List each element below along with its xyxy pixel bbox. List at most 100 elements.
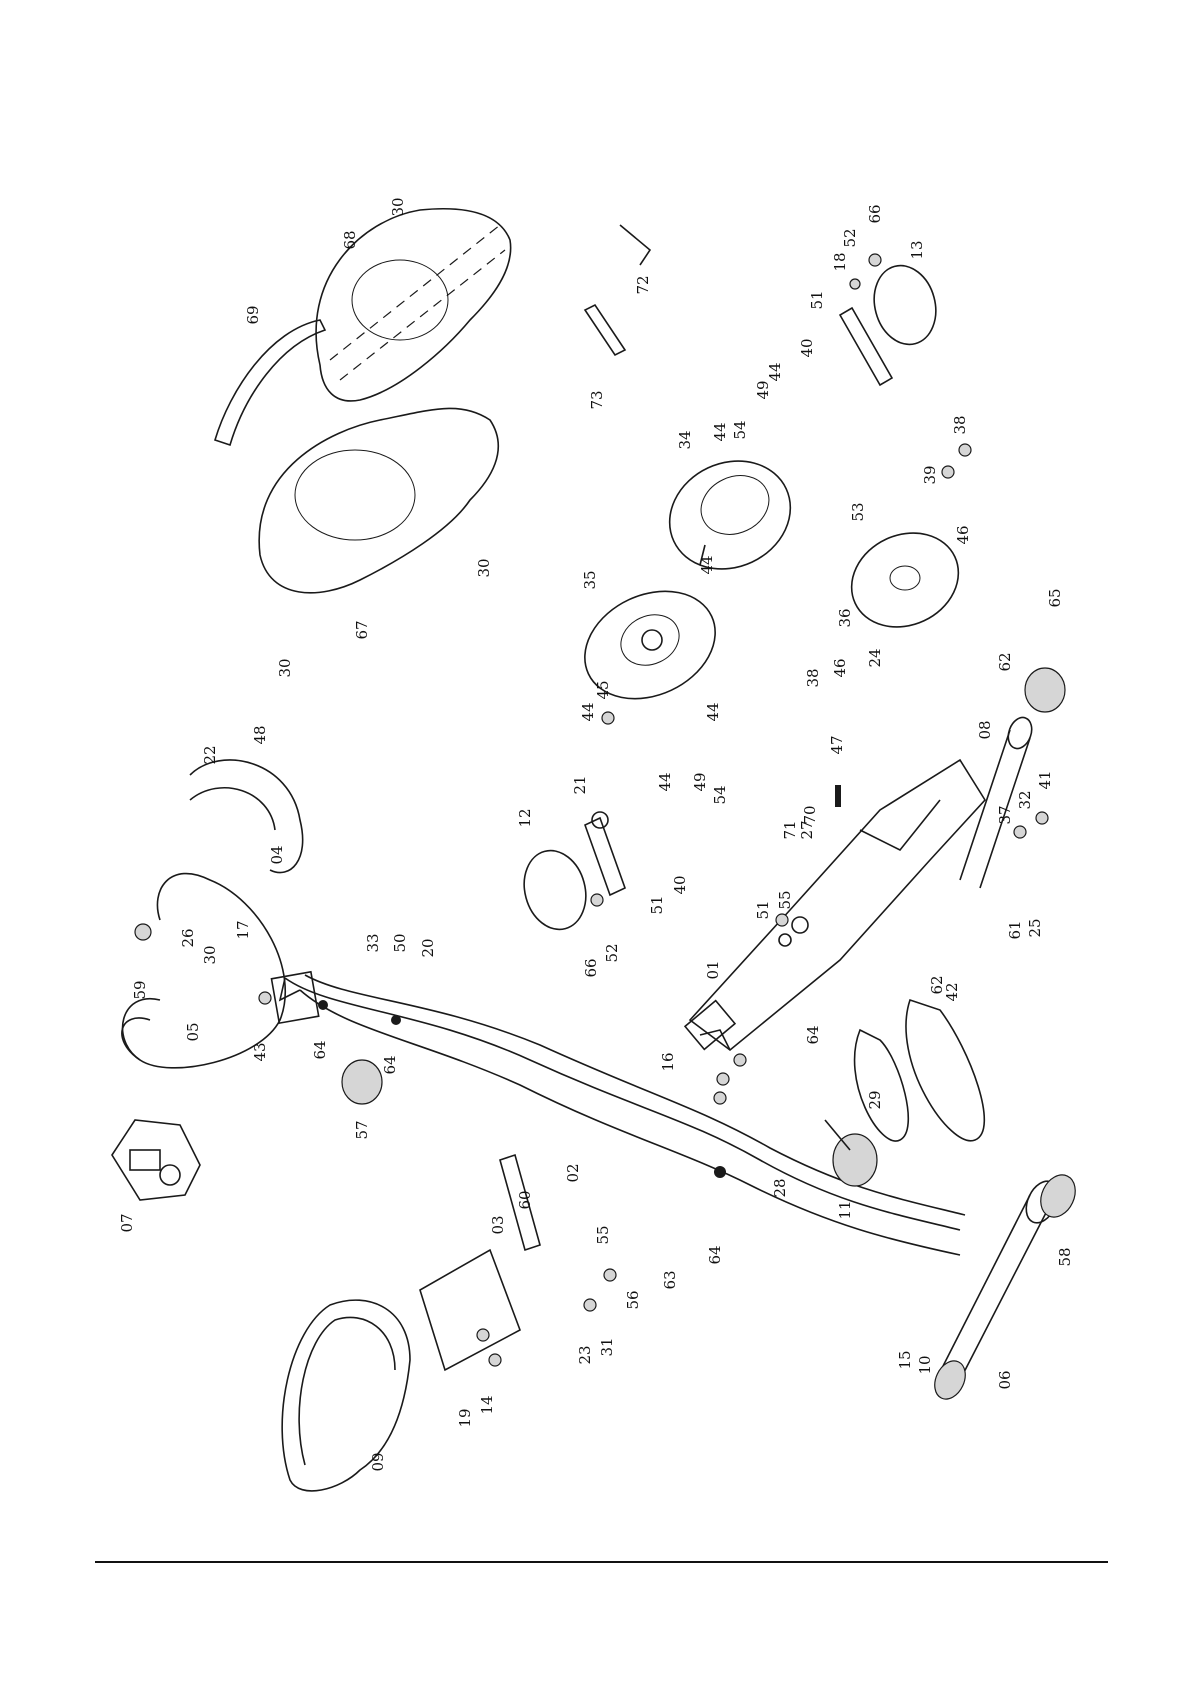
callout-11: 11 (836, 1200, 854, 1219)
callout-52: 52 (841, 228, 859, 247)
callout-50: 50 (391, 933, 409, 952)
callout-57: 57 (353, 1120, 371, 1139)
callout-22: 22 (201, 745, 219, 764)
callout-54: 54 (731, 420, 749, 439)
callout-12: 12 (516, 808, 534, 827)
callout-72: 72 (634, 275, 652, 294)
callout-64: 64 (706, 1245, 724, 1264)
callout-44: 44 (656, 772, 674, 791)
callout-18: 18 (831, 252, 849, 271)
flywheel-34 (652, 442, 808, 589)
console-07 (112, 1120, 200, 1200)
callout-70: 70 (801, 805, 819, 824)
callout-13: 13 (908, 240, 926, 259)
callout-49: 49 (691, 772, 709, 791)
callout-73: 73 (588, 390, 606, 409)
chain-cover-67 (259, 408, 498, 592)
callout-40: 40 (798, 338, 816, 357)
callout-41: 41 (1036, 770, 1054, 789)
callout-30: 30 (475, 558, 493, 577)
callout-04: 04 (268, 845, 286, 864)
callout-25: 25 (1026, 918, 1044, 937)
callout-02: 02 (564, 1163, 582, 1182)
callout-46: 46 (831, 658, 849, 677)
callout-44: 44 (698, 555, 716, 574)
callout-64: 64 (381, 1055, 399, 1074)
callout-33: 33 (364, 933, 382, 952)
callout-69: 69 (244, 305, 262, 324)
main-frame-02 (271, 972, 965, 1255)
callout-30: 30 (389, 197, 407, 216)
callout-44: 44 (766, 362, 784, 381)
pedal-13 (866, 259, 945, 352)
callout-44: 44 (704, 702, 722, 721)
callout-64: 64 (311, 1040, 329, 1059)
callout-39: 39 (921, 465, 939, 484)
callout-71: 71 (781, 820, 799, 839)
callout-67: 67 (353, 620, 371, 639)
crank-21 (585, 812, 625, 895)
callout-20: 20 (419, 938, 437, 957)
callout-53: 53 (849, 502, 867, 521)
callout-51: 51 (648, 895, 666, 914)
callout-29: 29 (866, 1090, 884, 1109)
callout-49: 49 (754, 380, 772, 399)
allen-key-72 (620, 225, 650, 265)
callout-19: 19 (456, 1408, 474, 1427)
callout-31: 31 (598, 1337, 616, 1356)
callout-64: 64 (804, 1025, 822, 1044)
callout-14: 14 (478, 1395, 496, 1414)
callout-56: 56 (624, 1290, 642, 1309)
callout-32: 32 (1016, 790, 1034, 809)
knob-57 (342, 1060, 382, 1104)
callout-06: 06 (996, 1370, 1014, 1389)
knob-65 (1025, 668, 1065, 712)
callout-38: 38 (951, 415, 969, 434)
callout-62: 62 (996, 652, 1014, 671)
callout-17: 17 (234, 920, 252, 939)
callout-58: 58 (1056, 1247, 1074, 1266)
callout-34: 34 (676, 430, 694, 449)
callout-36: 36 (836, 608, 854, 627)
callout-16: 16 (659, 1052, 677, 1071)
callout-01: 01 (704, 960, 722, 979)
pedal-12 (516, 844, 595, 937)
callout-03: 03 (489, 1215, 507, 1234)
belt-29 (855, 1000, 985, 1141)
callout-54: 54 (711, 785, 729, 804)
callout-65: 65 (1046, 588, 1064, 607)
callout-68: 68 (341, 230, 359, 249)
callout-07: 07 (118, 1213, 136, 1232)
small-parts (135, 254, 1048, 1366)
callout-55: 55 (776, 890, 794, 909)
rear-stabilizer-06 (929, 1169, 1082, 1404)
callout-40: 40 (671, 875, 689, 894)
callout-48: 48 (251, 725, 269, 744)
callout-21: 21 (571, 775, 589, 794)
callout-62: 62 (928, 975, 946, 994)
callout-10: 10 (916, 1355, 934, 1374)
callout-09: 09 (369, 1452, 387, 1471)
callout-66: 66 (866, 204, 884, 223)
callout-30: 30 (276, 658, 294, 677)
callout-43: 43 (251, 1042, 269, 1061)
callout-37: 37 (996, 805, 1014, 824)
callout-66: 66 (582, 958, 600, 977)
callout-59: 59 (131, 980, 149, 999)
callout-63: 63 (661, 1270, 679, 1289)
callout-05: 05 (184, 1022, 202, 1041)
callout-47: 47 (828, 735, 846, 754)
seat-09 (282, 1300, 410, 1491)
callout-28: 28 (771, 1178, 789, 1197)
callout-44: 44 (579, 702, 597, 721)
cover-strip-69 (215, 320, 325, 445)
callout-44: 44 (711, 422, 729, 441)
callout-55: 55 (594, 1225, 612, 1244)
callout-60: 60 (516, 1190, 534, 1209)
handlebar-04 (122, 874, 285, 1068)
crank-18 (840, 308, 892, 385)
callout-51: 51 (754, 900, 772, 919)
callout-38: 38 (804, 668, 822, 687)
